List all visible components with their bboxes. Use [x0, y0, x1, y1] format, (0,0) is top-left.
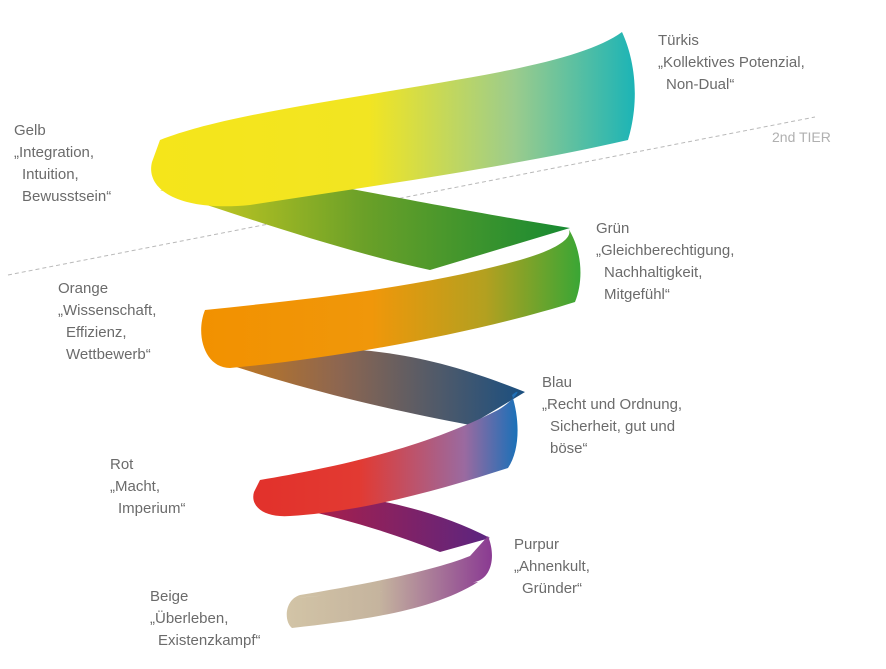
- label-orange: Orange „Wissenschaft, Effizienz, Wettbew…: [58, 278, 156, 366]
- label-tuerkis-name: Türkis: [658, 30, 805, 52]
- label-orange-line-3: Wettbewerb“: [58, 344, 156, 366]
- label-blau-line-3: böse“: [542, 438, 682, 460]
- label-tuerkis-line-2: Non-Dual“: [658, 74, 805, 96]
- label-gelb-line-2: Intuition,: [14, 164, 111, 186]
- label-rot-name: Rot: [110, 454, 186, 476]
- label-rot-line-2: Imperium“: [110, 498, 186, 520]
- label-rot-line-1: „Macht,: [110, 476, 186, 498]
- label-gelb-line-1: „Integration,: [14, 142, 111, 164]
- label-blau-line-1: „Recht und Ordnung,: [542, 394, 682, 416]
- label-blau-name: Blau: [542, 372, 682, 394]
- label-gruen-name: Grün: [596, 218, 734, 240]
- label-gelb-name: Gelb: [14, 120, 111, 142]
- label-orange-line-1: „Wissenschaft,: [58, 300, 156, 322]
- label-purpur-name: Purpur: [514, 534, 590, 556]
- label-gelb: Gelb „Integration, Intuition, Bewusstsei…: [14, 120, 111, 208]
- label-orange-name: Orange: [58, 278, 156, 300]
- label-blau: Blau „Recht und Ordnung, Sicherheit, gut…: [542, 372, 682, 460]
- label-rot: Rot „Macht, Imperium“: [110, 454, 186, 520]
- label-beige-name: Beige: [150, 586, 261, 608]
- label-tuerkis-line-1: „Kollektives Potenzial,: [658, 52, 805, 74]
- label-gelb-line-3: Bewusstsein“: [14, 186, 111, 208]
- label-gruen-line-3: Mitgefühl“: [596, 284, 734, 306]
- label-gruen-line-2: Nachhaltigkeit,: [596, 262, 734, 284]
- label-beige-line-1: „Überleben,: [150, 608, 261, 630]
- label-blau-line-2: Sicherheit, gut und: [542, 416, 682, 438]
- label-purpur-line-2: Gründer“: [514, 578, 590, 600]
- ribbon-yellow: [151, 32, 635, 206]
- label-orange-line-2: Effizienz,: [58, 322, 156, 344]
- label-purpur: Purpur „Ahnenkult, Gründer“: [514, 534, 590, 600]
- label-beige: Beige „Überleben, Existenzkampf“: [150, 586, 261, 652]
- tier-label: 2nd TIER: [772, 129, 831, 145]
- label-tuerkis: Türkis „Kollektives Potenzial, Non-Dual“: [658, 30, 805, 96]
- label-gruen: Grün „Gleichberechtigung, Nachhaltigkeit…: [596, 218, 734, 306]
- label-beige-line-2: Existenzkampf“: [150, 630, 261, 652]
- label-gruen-line-1: „Gleichberechtigung,: [596, 240, 734, 262]
- label-purpur-line-1: „Ahnenkult,: [514, 556, 590, 578]
- ribbon-beige: [287, 536, 492, 628]
